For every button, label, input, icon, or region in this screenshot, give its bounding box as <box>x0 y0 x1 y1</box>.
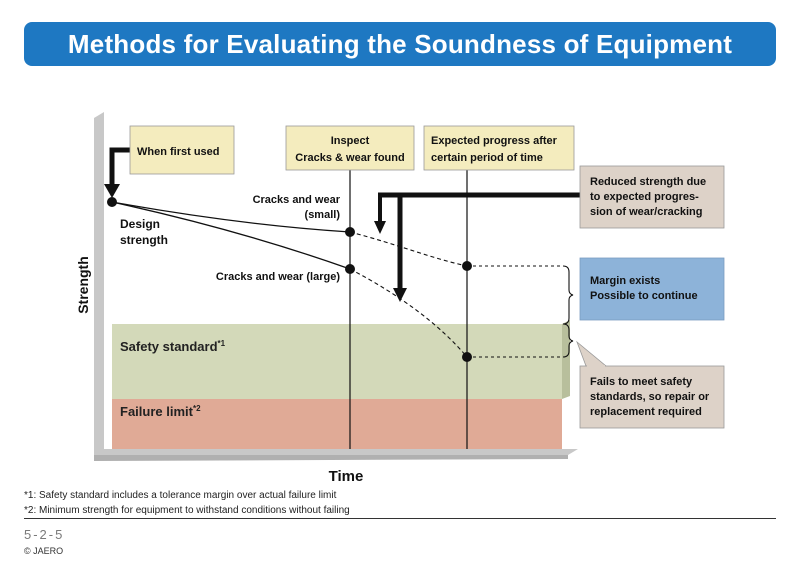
large-wear-label: Cracks and wear (large) <box>216 271 340 283</box>
footnote-2: *2: Minimum strength for equipment to wi… <box>24 505 350 516</box>
first-used-arrow-line <box>109 147 130 186</box>
callout-margin-line2: Possible to continue <box>590 290 698 302</box>
small-wear-label-line2: (small) <box>305 209 341 221</box>
callout-reduced <box>579 165 725 229</box>
design-strength-point <box>107 197 117 207</box>
callout-inspect <box>285 125 415 171</box>
margin-brace <box>562 265 574 325</box>
callout-fails-line1: Fails to meet safety <box>590 376 693 388</box>
fail-brace <box>562 323 574 358</box>
page-title: Methods for Evaluating the Soundness of … <box>67 28 733 59</box>
failure-limit-label: Failure limit*2 <box>120 404 201 419</box>
reduced-arrow-long-head <box>393 288 407 302</box>
design-strength-line2: strength <box>120 233 168 247</box>
footnote-1: *1: Safety standard includes a tolerance… <box>24 490 337 501</box>
safety-standard-band <box>112 324 562 399</box>
x-axis-label: Time <box>329 468 364 485</box>
y-axis <box>94 112 104 461</box>
reduced-arrow-short-head <box>374 221 386 234</box>
callout-expected <box>423 125 575 171</box>
safety-band-depth <box>562 320 570 399</box>
callout-fails-line2: standards, so repair or <box>590 391 710 403</box>
x-axis <box>94 449 578 455</box>
callout-reduced-line3: sion of wear/cracking <box>590 206 702 218</box>
callout-fails <box>579 365 725 429</box>
callout-first-used <box>129 125 235 175</box>
callout-expected-line2: certain period of time <box>431 152 543 164</box>
small-wear-curve <box>111 201 351 233</box>
callout-fails-pointer <box>576 340 608 367</box>
callout-fails-line3: replacement required <box>590 406 702 418</box>
callout-first-used-text: When first used <box>137 146 220 158</box>
copyright: © JAERO <box>24 546 64 556</box>
expected-large-point <box>462 352 472 362</box>
callout-inspect-line1: Inspect <box>331 135 370 147</box>
expected-small-point <box>462 261 472 271</box>
safety-standard-label: Safety standard*1 <box>120 339 226 354</box>
inspect-small-point <box>345 227 355 237</box>
inspect-large-point <box>345 264 355 274</box>
callout-reduced-line1: Reduced strength due <box>590 176 706 188</box>
x-axis-shadow <box>94 455 568 461</box>
title-banner: Methods for Evaluating the Soundness of … <box>24 22 776 66</box>
large-wear-projection <box>349 268 468 358</box>
callout-margin <box>579 257 725 321</box>
design-strength-line1: Design <box>120 217 160 231</box>
y-axis-label: Strength <box>75 256 91 314</box>
large-wear-curve <box>111 201 351 270</box>
callout-inspect-line2: Cracks & wear found <box>295 152 404 164</box>
callout-margin-line1: Margin exists <box>590 275 660 287</box>
page-number: 5-2-5 <box>24 527 65 542</box>
first-used-arrow-head <box>104 184 120 198</box>
callout-reduced-line2: to expected progres- <box>590 191 699 203</box>
callout-expected-line1: Expected progress after <box>431 135 558 147</box>
failure-limit-band <box>112 399 562 449</box>
small-wear-projection <box>349 231 468 267</box>
footer-divider <box>24 518 776 519</box>
small-wear-label-line1: Cracks and wear <box>253 194 341 206</box>
